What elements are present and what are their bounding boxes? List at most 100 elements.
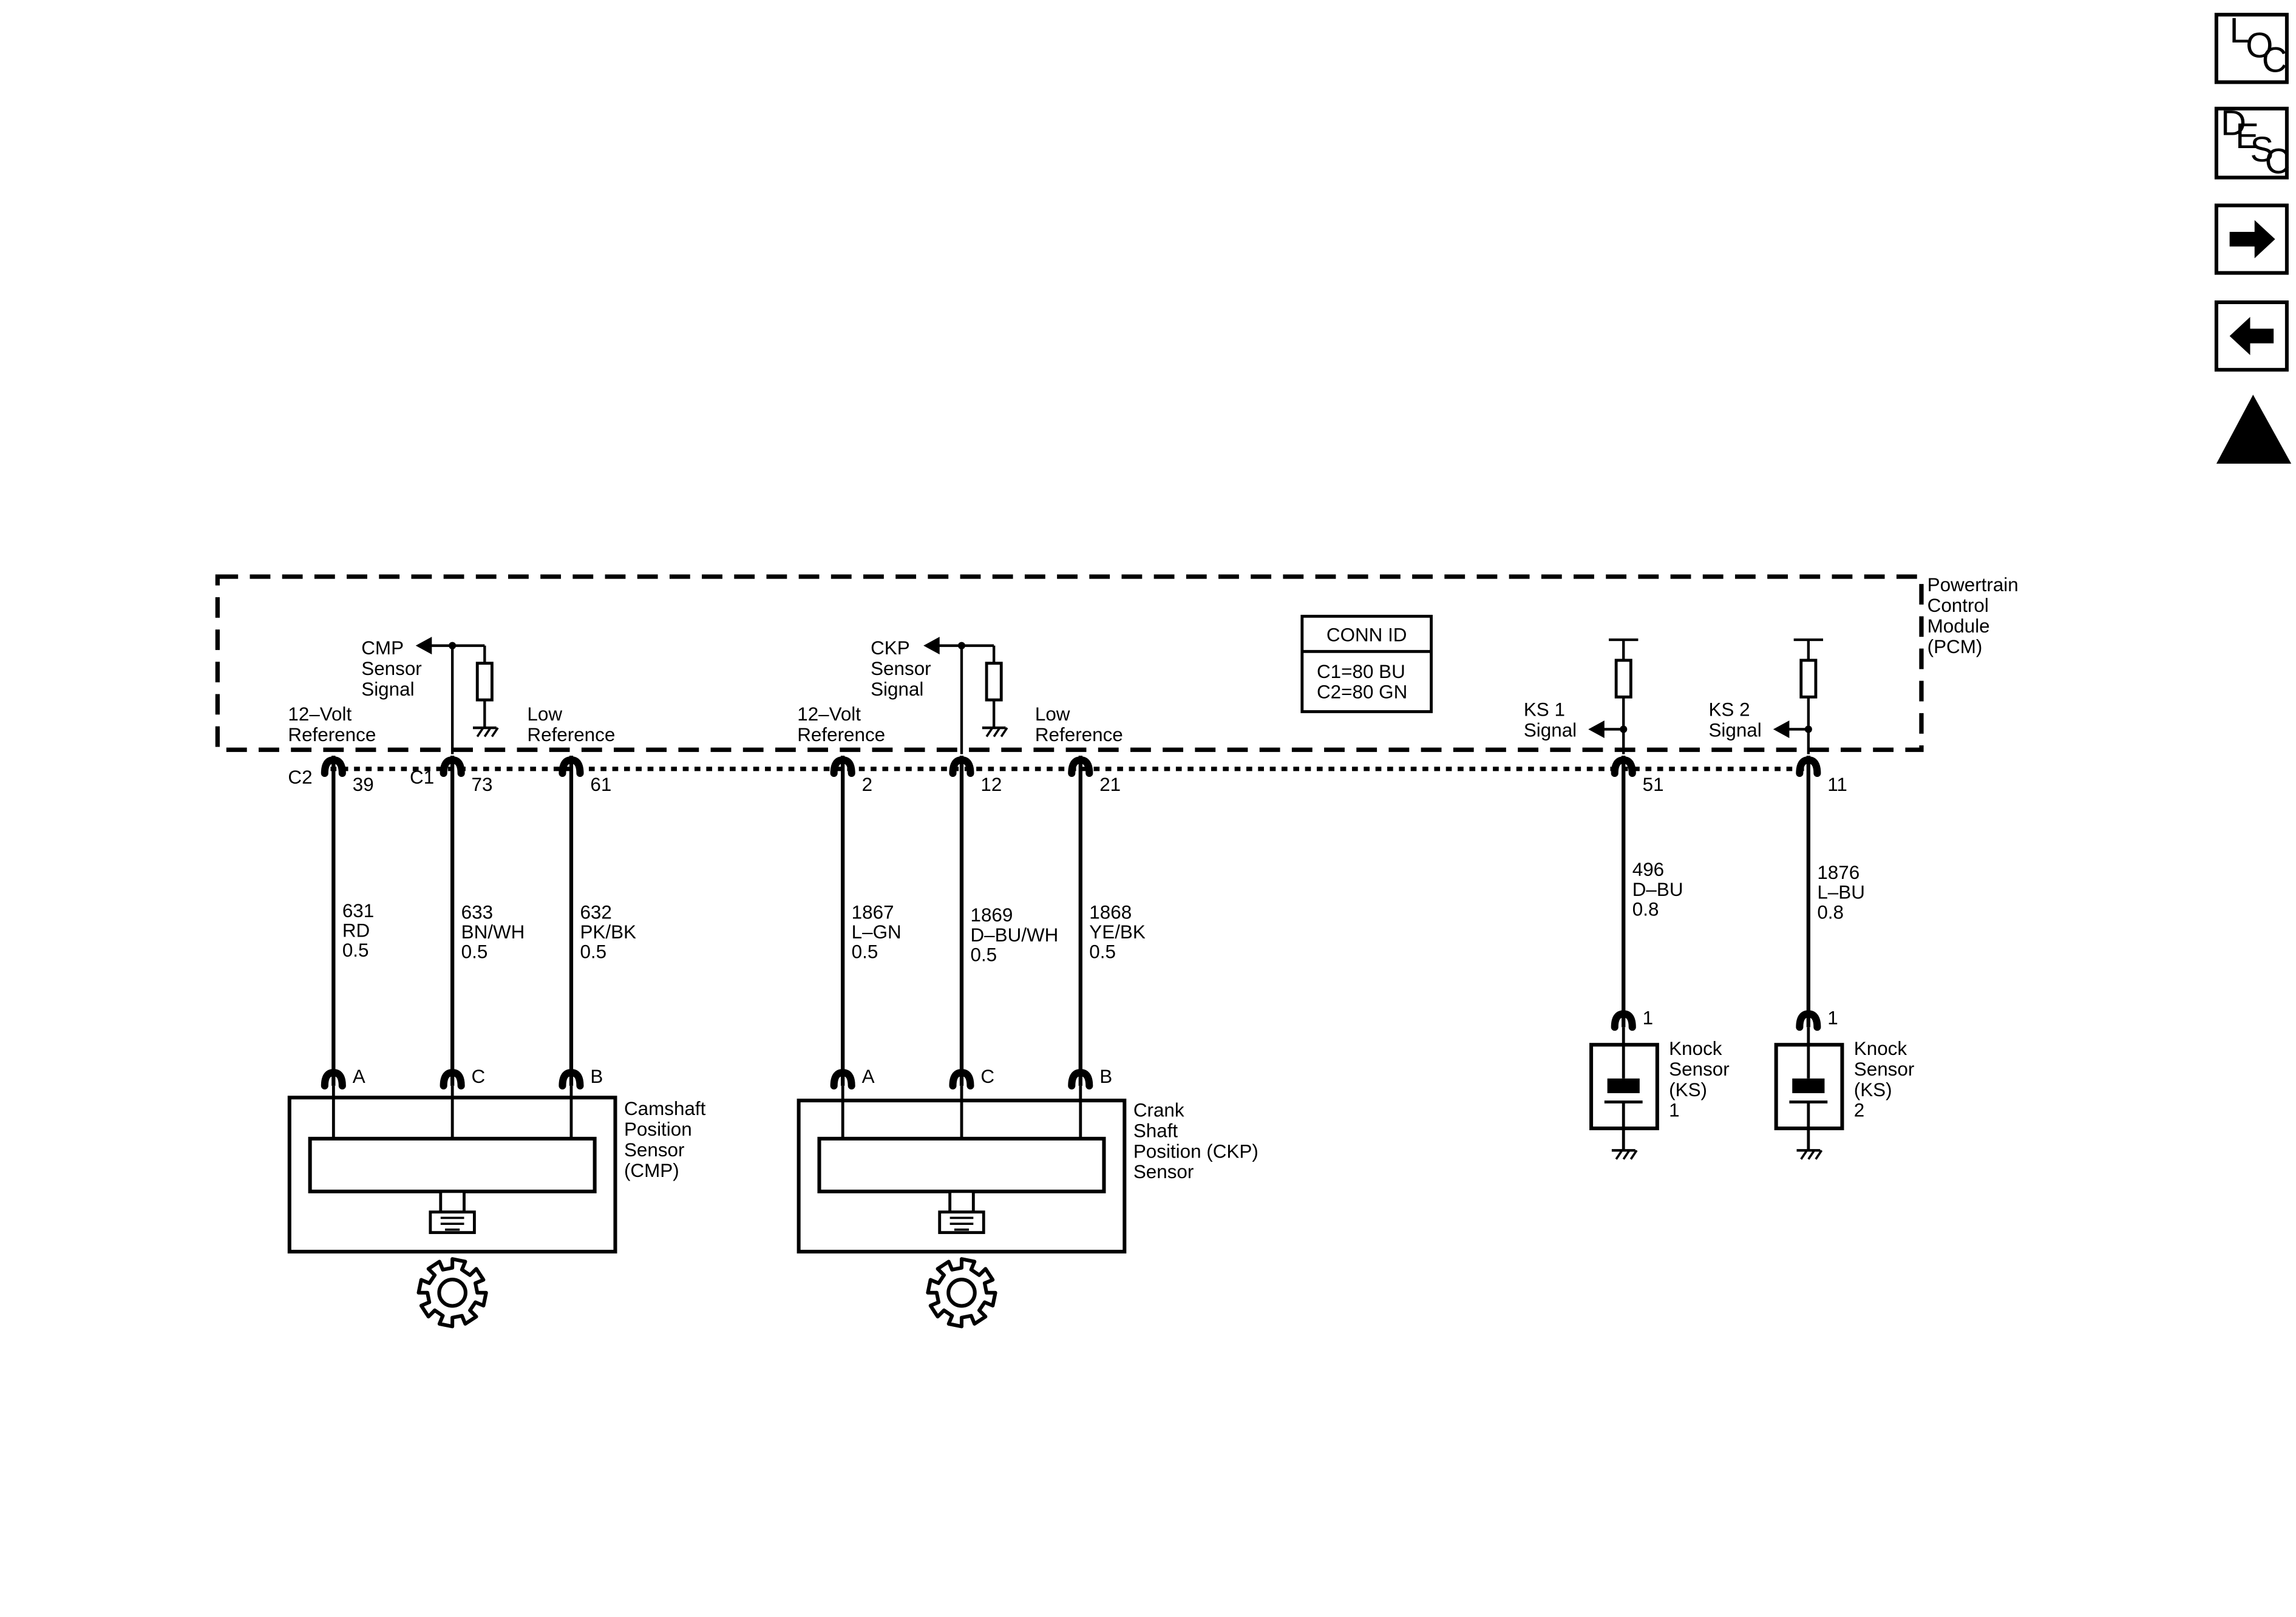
wire-label-gauge: 0.5 xyxy=(1089,941,1116,963)
cmp-name-1: Camshaft xyxy=(624,1098,706,1119)
ckp-name-2: Shaft xyxy=(1133,1120,1178,1142)
ckp-signal-label-2: Sensor xyxy=(871,658,931,679)
wire-label-circuit: 1867 xyxy=(852,901,894,923)
ks2-signal-label-1: KS 2 xyxy=(1708,699,1750,720)
ks1-name-2: Sensor xyxy=(1669,1059,1730,1080)
wire-label-color: D–BU/WH xyxy=(970,924,1058,946)
ks1-name-3: (KS) xyxy=(1669,1079,1707,1100)
desc-letter-s: S xyxy=(2250,130,2274,169)
ckp-name-4: Sensor xyxy=(1133,1161,1194,1182)
ks2-name-4: 2 xyxy=(1854,1100,1864,1121)
pcm-connector-hood xyxy=(559,756,584,778)
pcm-pin-number: 11 xyxy=(1827,774,1847,795)
ks1-name-4: 1 xyxy=(1669,1100,1679,1121)
sensor-connector-hood xyxy=(1611,1010,1636,1031)
sensor-pin-letter: B xyxy=(590,1066,603,1087)
pcm-pin-number: 21 xyxy=(1099,774,1121,795)
ks2-signal-label-2: Signal xyxy=(1708,720,1761,741)
loc-letter-c: C xyxy=(2262,40,2288,80)
cmp-signal-label-2: Sensor xyxy=(361,658,422,679)
sensor-connector-hood xyxy=(949,1069,974,1090)
pcm-connector-hood xyxy=(1796,756,1821,778)
sensor-connector-hood xyxy=(321,1069,346,1090)
ks1-signal-label-2: Signal xyxy=(1524,720,1577,741)
ks1-signal-label-1: KS 1 xyxy=(1524,699,1565,720)
obd-ii-button[interactable]: II OBD II xyxy=(2216,395,2292,464)
back-button[interactable] xyxy=(2214,300,2289,372)
lowref-left-1: Low xyxy=(527,703,562,725)
loc-letter-l: L xyxy=(2230,11,2249,50)
obd-label: OBD II xyxy=(2232,448,2277,464)
conn-id-line-1: C1=80 BU xyxy=(1317,661,1405,682)
wire-label-color: BN/WH xyxy=(461,921,525,943)
knock-sensor-2: Knock Sensor (KS) 2 xyxy=(1774,1027,1914,1160)
cmp-name-2: Position xyxy=(624,1119,692,1140)
wire-label-gauge: 0.5 xyxy=(461,941,488,963)
pcm-pin-number: 2 xyxy=(862,774,872,795)
cmp-name-4: (CMP) xyxy=(624,1160,679,1181)
sensor-pin-letter: B xyxy=(1099,1066,1112,1087)
ckp-sensor: Crank Shaft Position (CKP) Sensor xyxy=(796,1085,1258,1329)
pcm-connector-hood xyxy=(830,756,855,778)
ref12-mid-1: 12–Volt xyxy=(797,703,861,725)
pcm-name-3: Module xyxy=(1927,615,1990,637)
sensor-pin-letter: 1 xyxy=(1827,1007,1838,1028)
cmp-signal-label-3: Signal xyxy=(361,679,414,700)
right-arrow-icon xyxy=(2229,220,2275,259)
pcm-connector-hood xyxy=(949,756,974,778)
conn-id-line-2: C2=80 GN xyxy=(1317,682,1407,703)
obd-triangle-icon xyxy=(2216,395,2292,464)
pcm-pin-number: 51 xyxy=(1643,774,1664,795)
sensor-connector-hood xyxy=(830,1069,855,1090)
ks2-signal-circuit: KS 2 Signal xyxy=(1708,638,1824,754)
pcm-internal-stubs xyxy=(450,645,963,754)
location-button[interactable]: L O C xyxy=(2214,11,2289,84)
pcm-name-1: Powertrain xyxy=(1927,574,2019,595)
pcm-connector-hood xyxy=(321,756,346,778)
description-button[interactable]: D E S C xyxy=(2214,103,2291,181)
cmp-name-3: Sensor xyxy=(624,1139,685,1161)
sensor-connector-hood xyxy=(1068,1069,1093,1090)
conn-id-box: CONN ID C1=80 BU C2=80 GN xyxy=(1300,614,1433,713)
pcm-name-4: (PCM) xyxy=(1927,636,1983,657)
wire-label-gauge: 0.8 xyxy=(1817,901,1844,923)
lowref-mid-1: Low xyxy=(1035,703,1070,725)
cmp-sensor: Camshaft Position Sensor (CMP) xyxy=(287,1085,706,1329)
ckp-signal-circuit: CKP Sensor Signal xyxy=(871,637,1008,737)
sensor-connector-hood xyxy=(1796,1010,1821,1031)
loc-letter-o: O xyxy=(2246,25,2273,65)
conn-id-title: CONN ID xyxy=(1326,624,1407,645)
pcm-connector-hood xyxy=(1068,756,1093,778)
knock-sensor-1: Knock Sensor (KS) 1 xyxy=(1589,1027,1730,1160)
pcm-module: Powertrain Control Module (PCM) xyxy=(215,574,2019,771)
wire-label-color: L–BU xyxy=(1817,882,1865,903)
obd-mark: II xyxy=(2243,419,2263,447)
cmp-signal-circuit: CMP Sensor Signal xyxy=(361,637,499,737)
wire-label-gauge: 0.5 xyxy=(580,941,606,963)
ks1-name-1: Knock xyxy=(1669,1038,1722,1059)
wire-label-color: PK/BK xyxy=(580,921,636,943)
pcm-pin-number: 12 xyxy=(980,774,1002,795)
pcm-name-2: Control xyxy=(1927,595,1989,616)
reference-labels: 12–Volt Reference Low Reference 12–Volt … xyxy=(288,703,1123,788)
lowref-mid-2: Reference xyxy=(1035,724,1123,745)
pcm-pin-number: 73 xyxy=(472,774,493,795)
wire-label-circuit: 496 xyxy=(1632,859,1664,880)
connector-c2-label: C2 xyxy=(288,767,312,788)
wire-label-circuit: 1876 xyxy=(1817,862,1860,883)
pcm-pin-number: 61 xyxy=(590,774,611,795)
wire-label-gauge: 0.5 xyxy=(342,940,369,961)
pcm-connector-hood xyxy=(1611,756,1636,778)
wires: 39631RD0.5A73633BN/WH0.5C61632PK/BK0.5B2… xyxy=(321,755,1865,1090)
forward-button[interactable] xyxy=(2214,203,2289,275)
ref12-left-1: 12–Volt xyxy=(288,703,352,725)
ref12-mid-2: Reference xyxy=(797,724,885,745)
ks2-name-3: (KS) xyxy=(1854,1079,1892,1100)
desc-letter-e: E xyxy=(2235,117,2259,156)
ckp-reluctor-gear-icon xyxy=(926,1257,997,1329)
